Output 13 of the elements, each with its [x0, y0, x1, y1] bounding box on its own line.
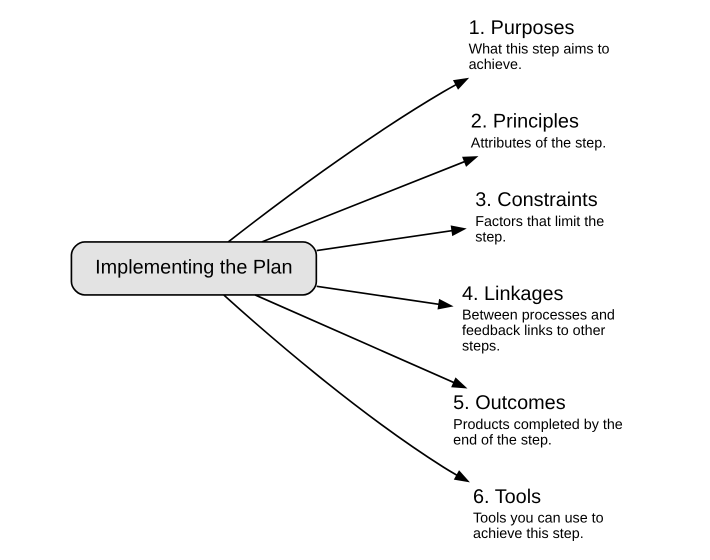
arrow: [316, 286, 454, 310]
arrow: [227, 78, 469, 243]
node-text: 2. Principles Attributes of the step.: [470, 110, 606, 152]
node-text: 5. Outcomes Products completed by the end of the step.: [452, 392, 622, 448]
arrow: [222, 294, 470, 482]
node-box: Implementing the Plan: [70, 241, 317, 296]
arrow: [261, 156, 478, 243]
node-text: 3. Constraints Factors that limit the step.: [474, 188, 604, 246]
node-text: 6. Tools Tools you can use to achieve this step.: [472, 486, 604, 542]
arrow: [254, 294, 467, 389]
node-text: 4. Linkages Between processes and feedback links to other steps.: [461, 282, 614, 354]
node-text: 1. Purposes What this step aims to achieve.: [468, 16, 610, 74]
arrow: [316, 225, 466, 252]
